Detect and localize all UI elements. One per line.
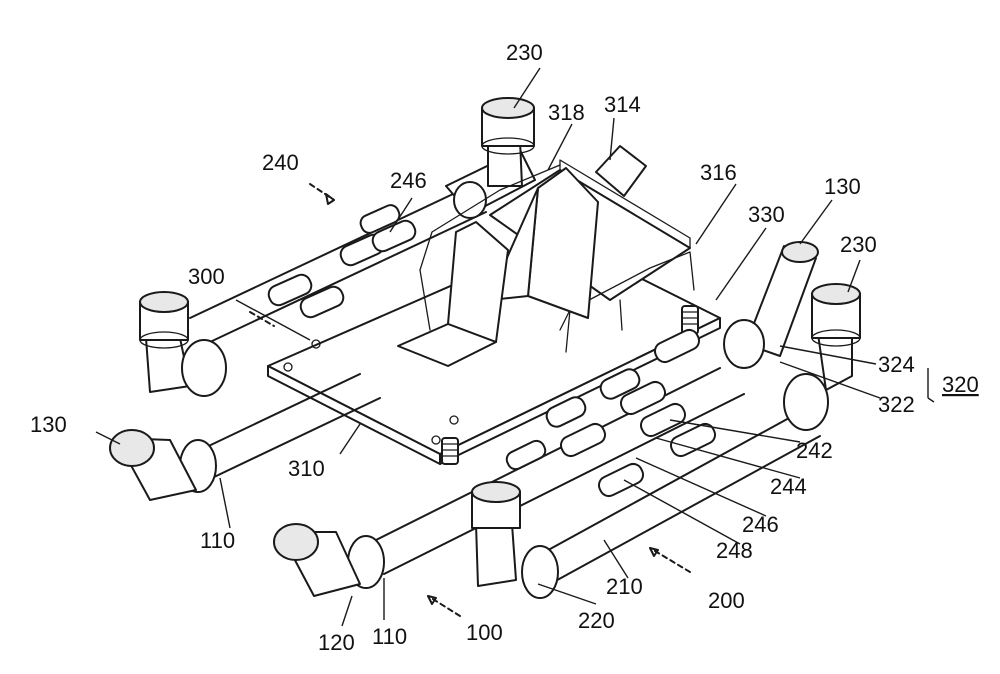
label-100: 100 <box>466 620 503 645</box>
elbow-130-right <box>724 242 818 368</box>
label-330: 330 <box>748 202 785 227</box>
label-248: 248 <box>716 538 753 563</box>
label-314: 314 <box>604 92 641 117</box>
label-200: 200 <box>708 588 745 613</box>
label-130-right: 130 <box>824 174 861 199</box>
label-324: 324 <box>878 352 915 377</box>
label-130-left: 130 <box>30 412 67 437</box>
post-230-right <box>812 284 860 390</box>
label-244: 244 <box>770 474 807 499</box>
label-300: 300 <box>188 264 225 289</box>
label-318: 318 <box>548 100 585 125</box>
label-120: 120 <box>318 630 355 655</box>
label-322: 322 <box>878 392 915 417</box>
seat-front <box>398 222 508 366</box>
label-230-top: 230 <box>506 40 543 65</box>
label-246-bottom: 246 <box>742 512 779 537</box>
rear-connectors <box>266 203 418 320</box>
pedal-314 <box>596 146 646 196</box>
spring-front <box>442 438 458 464</box>
label-246-top: 246 <box>390 168 427 193</box>
label-110-left: 110 <box>200 528 235 553</box>
label-310: 310 <box>288 456 325 481</box>
label-210: 210 <box>606 574 643 599</box>
label-320: 320 <box>942 372 979 397</box>
label-242: 242 <box>796 438 833 463</box>
label-316: 316 <box>700 160 737 185</box>
label-220: 220 <box>578 608 615 633</box>
label-110-bottom: 110 <box>372 624 407 649</box>
post-230-front <box>472 482 520 586</box>
label-240: 240 <box>262 150 299 175</box>
label-230-right: 230 <box>840 232 877 257</box>
